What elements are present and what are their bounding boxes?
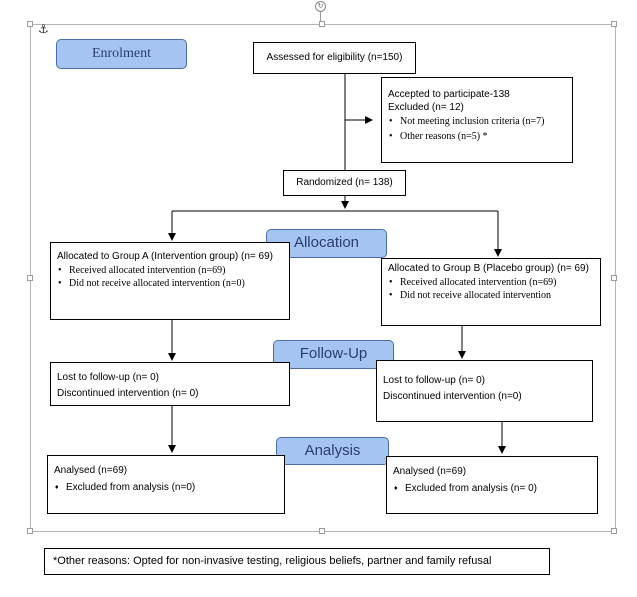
analysis-a-excluded: Excluded from analysis (n=0) — [55, 481, 278, 494]
excluded-box: Accepted to participate-138 Excluded (n=… — [381, 77, 573, 163]
allocation-b-item: Received allocated intervention (n=69) — [389, 276, 594, 289]
accepted-text: Accepted to participate-138 — [388, 89, 510, 100]
resize-handle-top-left[interactable] — [27, 21, 33, 27]
exclusion-reason-item: Not meeting inclusion criteria (n=7) — [389, 115, 566, 128]
anchor-icon[interactable]: ⚓ — [38, 22, 49, 36]
rotate-handle-icon[interactable]: ↻ — [315, 1, 326, 12]
follow-up-b-discontinued: Discontinued intervention (n=0) — [383, 391, 522, 402]
analysis-a-box: Analysed (n=69) Excluded from analysis (… — [47, 455, 285, 514]
resize-handle-top-center[interactable] — [319, 21, 325, 27]
assessed-text: Assessed for eligibility (n=150) — [266, 52, 403, 63]
phase-label-enrolment-text: Enrolment — [91, 46, 152, 61]
allocation-a-item: Did not receive allocated intervention (… — [58, 277, 283, 290]
follow-up-a-discontinued: Discontinued intervention (n= 0) — [57, 388, 199, 399]
phase-label-enrolment: Enrolment — [56, 39, 187, 69]
allocation-b-box: Allocated to Group B (Placebo group) (n=… — [381, 258, 601, 326]
follow-up-b-box: Lost to follow-up (n= 0) Discontinued in… — [376, 360, 593, 422]
allocation-a-item: Received allocated intervention (n=69) — [58, 264, 283, 277]
resize-handle-bottom-right[interactable] — [611, 528, 617, 534]
follow-up-a-lost: Lost to follow-up (n= 0) — [57, 372, 159, 383]
randomized-box: Randomized (n= 138) — [283, 170, 406, 196]
analysis-b-excluded: Excluded from analysis (n= 0) — [394, 482, 591, 495]
rotate-handle-stem — [320, 12, 321, 23]
allocation-a-title: Allocated to Group A (Intervention group… — [57, 251, 273, 262]
allocation-b-item: Did not receive allocated intervention — [389, 289, 594, 302]
exclusion-reason-item: Other reasons (n=5) * — [389, 130, 566, 143]
analysis-b-box: Analysed (n=69) Excluded from analysis (… — [386, 456, 598, 514]
resize-handle-bottom-left[interactable] — [27, 528, 33, 534]
analysis-b-analysed: Analysed (n=69) — [393, 466, 467, 477]
footnote-box: *Other reasons: Opted for non-invasive t… — [44, 548, 550, 575]
phase-label-follow-up-text: Follow-Up — [299, 345, 368, 362]
phase-label-follow-up: Follow-Up — [273, 340, 394, 369]
allocation-a-box: Allocated to Group A (Intervention group… — [50, 242, 290, 320]
resize-handle-top-right[interactable] — [611, 21, 617, 27]
assessed-box: Assessed for eligibility (n=150) — [253, 42, 416, 74]
footnote-text: *Other reasons: Opted for non-invasive t… — [53, 555, 492, 567]
randomized-text: Randomized (n= 138) — [296, 177, 393, 188]
phase-label-allocation-text: Allocation — [293, 234, 360, 251]
follow-up-b-lost: Lost to follow-up (n= 0) — [383, 375, 485, 386]
excluded-count-text: Excluded (n= 12) — [388, 102, 464, 113]
phase-label-analysis-text: Analysis — [304, 442, 361, 459]
analysis-a-analysed: Analysed (n=69) — [54, 465, 128, 476]
resize-handle-middle-left[interactable] — [27, 275, 33, 281]
resize-handle-middle-right[interactable] — [611, 275, 617, 281]
phase-label-analysis: Analysis — [276, 437, 389, 465]
follow-up-a-box: Lost to follow-up (n= 0) Discontinued in… — [50, 362, 290, 406]
allocation-b-title: Allocated to Group B (Placebo group) (n=… — [388, 263, 589, 274]
resize-handle-bottom-center[interactable] — [319, 528, 325, 534]
